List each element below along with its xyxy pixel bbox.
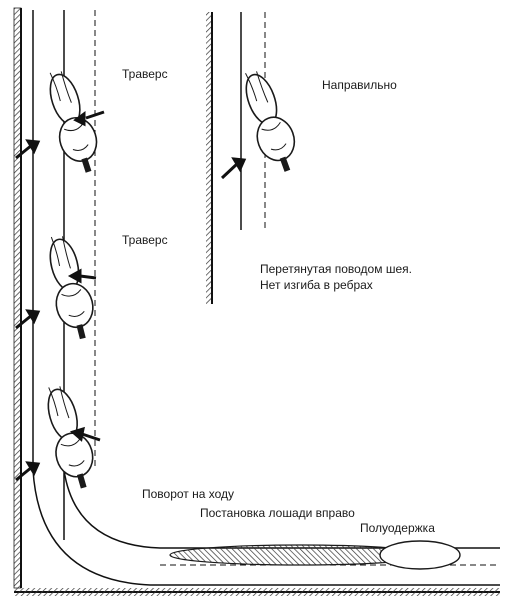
horse-figure-travers-2 [40, 231, 101, 343]
horse-figure-travers-1 [39, 65, 106, 177]
label-poluoderzhka: Полуодержка [360, 521, 435, 536]
label-note-line-1: Перетянутая поводом шея. [260, 262, 412, 277]
label-travers-2: Траверс [122, 233, 168, 248]
label-povorot: Поворот на ходу [142, 487, 234, 502]
label-postanovka: Постановка лошади вправо [200, 506, 355, 521]
label-napravilno: Направильно [322, 78, 397, 93]
label-note-line-2: Нет изгиба в ребрах [260, 278, 373, 293]
label-travers-1: Траверс [122, 67, 168, 82]
